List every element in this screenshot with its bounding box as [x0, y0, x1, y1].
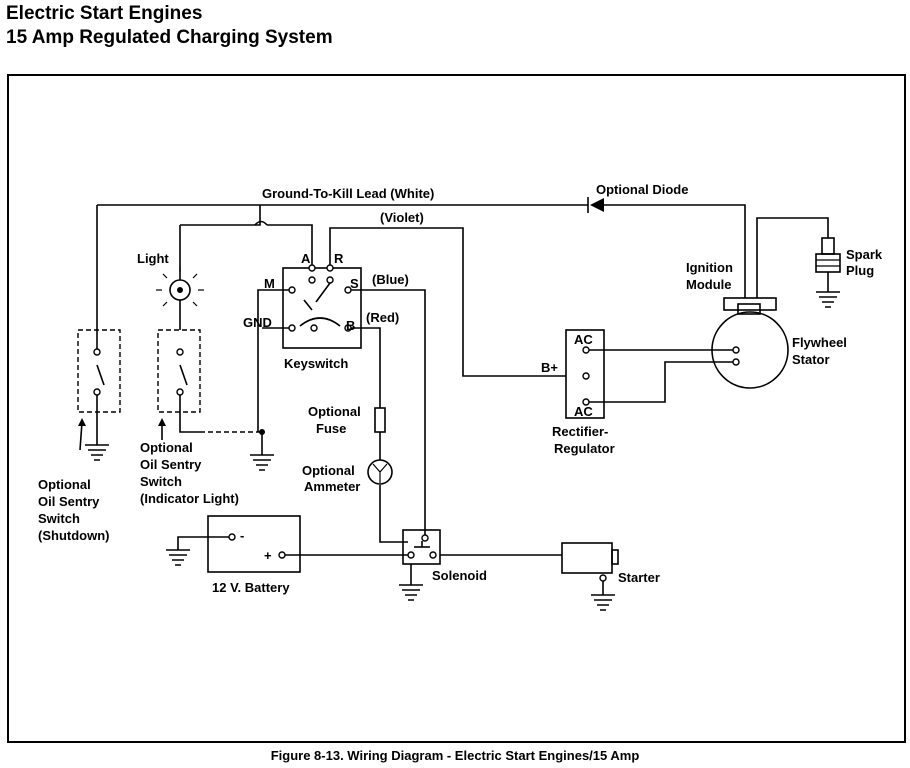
- ammeter-to-solenoid: [379, 485, 408, 543]
- key-b-label: B: [346, 318, 355, 333]
- light-feed-wire: [180, 205, 261, 226]
- rectifier-regulator: [565, 329, 605, 419]
- indicator-switch-label-2: Oil Sentry: [140, 457, 202, 472]
- battery: [166, 515, 301, 573]
- keyswitch: [282, 264, 362, 349]
- key-gnd-label: GND: [243, 315, 272, 330]
- ammeter-label-2: Ammeter: [304, 479, 360, 494]
- flywheel-stator: [711, 311, 789, 389]
- red-wire: [348, 327, 381, 408]
- battery-plus-label: +: [264, 548, 272, 563]
- key-m-wire: [257, 289, 292, 432]
- spark-plug: [815, 237, 841, 308]
- shutdown-switch-label-4: (Shutdown): [38, 528, 109, 543]
- solenoid: [399, 529, 441, 601]
- light-label: Light: [137, 251, 169, 266]
- spark-plug-label-1: Spark: [846, 247, 883, 262]
- key-a-wire: [267, 224, 313, 268]
- spark-plug-label-2: Plug: [846, 263, 874, 278]
- starter: [561, 542, 619, 611]
- red-label: (Red): [366, 310, 399, 325]
- battery-label: 12 V. Battery: [212, 580, 290, 595]
- light-bulb: [156, 267, 204, 307]
- indicator-switch-label-4: (Indicator Light): [140, 491, 239, 506]
- optional-fuse: [374, 407, 386, 433]
- rectifier-b-plus-label: B+: [541, 360, 558, 375]
- ignition-module-label-2: Module: [686, 277, 732, 292]
- shutdown-switch-label-1: Optional: [38, 477, 91, 492]
- page-title: Electric Start Engines: [6, 3, 203, 24]
- starter-label: Starter: [618, 570, 660, 585]
- diagram-frame: [7, 74, 906, 743]
- violet-label: (Violet): [380, 210, 424, 225]
- ignition-module-label-1: Ignition: [686, 260, 733, 275]
- rectifier-ac-bottom-label: AC: [574, 404, 593, 419]
- crossover-hop: [254, 220, 268, 226]
- key-m-label: M: [264, 276, 275, 291]
- ignition-module: [723, 297, 777, 315]
- labels: Ground-To-Kill Lead (White) (Violet) (Bl…: [38, 182, 883, 595]
- violet-wire: [329, 227, 566, 377]
- page-subtitle: 15 Amp Regulated Charging System: [6, 27, 333, 48]
- key-r-label: R: [334, 251, 344, 266]
- key-a-label: A: [301, 251, 311, 266]
- flywheel-stator-label-2: Stator: [792, 352, 830, 367]
- indicator-switch-label-3: Switch: [140, 474, 182, 489]
- blue-wire: [348, 289, 426, 538]
- rectifier-ac-top-label: AC: [574, 332, 593, 347]
- optional-diode-label: Optional Diode: [596, 182, 688, 197]
- flywheel-stator-label-1: Flywheel: [792, 335, 847, 350]
- blue-label: (Blue): [372, 272, 409, 287]
- fuse-label-2: Fuse: [316, 421, 346, 436]
- rectifier-label-2: Regulator: [554, 441, 615, 456]
- fuse-label-1: Optional: [308, 404, 361, 419]
- shutdown-switch-label-2: Oil Sentry: [38, 494, 100, 509]
- solenoid-label: Solenoid: [432, 568, 487, 583]
- kill-lead-diode-wire: [604, 204, 746, 298]
- shutdown-switch-label-3: Switch: [38, 511, 80, 526]
- oil-sentry-shutdown-switch: [77, 329, 121, 461]
- rectifier-label-1: Rectifier-: [552, 424, 608, 439]
- ammeter-label-1: Optional: [302, 463, 355, 478]
- oil-sentry-indicator-switch: [78, 329, 274, 471]
- optional-ammeter: [367, 459, 393, 485]
- keyswitch-label: Keyswitch: [284, 356, 348, 371]
- spark-plug-lead: [756, 217, 829, 298]
- wires: [96, 204, 829, 556]
- battery-minus-label: -: [240, 528, 244, 543]
- indicator-switch-label-1: Optional: [140, 440, 193, 455]
- kill-lead-label: Ground-To-Kill Lead (White): [262, 186, 434, 201]
- key-s-label: S: [350, 276, 359, 291]
- figure-caption: Figure 8-13. Wiring Diagram - Electric S…: [270, 748, 640, 763]
- ac-bottom-wire: [589, 361, 736, 403]
- optional-diode: [587, 197, 604, 213]
